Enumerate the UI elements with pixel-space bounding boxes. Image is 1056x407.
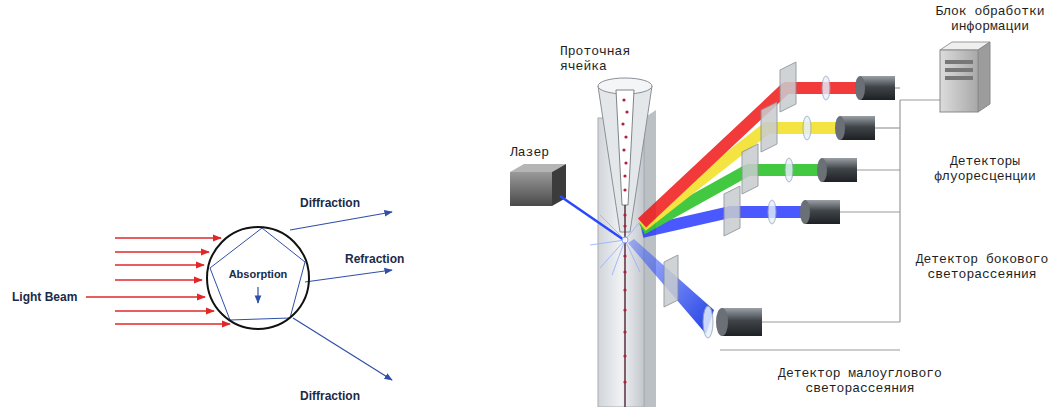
mirrors-part (761, 102, 777, 152)
scatter-flash-part (590, 240, 625, 245)
internal-reflections (210, 228, 305, 320)
node-label: Absorption (229, 268, 288, 280)
forward-scatter-part (716, 308, 728, 336)
mirrors-part (724, 186, 740, 236)
cells-part (623, 213, 626, 216)
cells-part (623, 270, 626, 273)
incident-rays-part (115, 264, 204, 265)
fluorescence-detectors-part (855, 76, 865, 100)
fluorescence-beams (642, 88, 860, 232)
cells (621, 98, 628, 383)
guide-lines-part (875, 127, 900, 128)
computer-part (940, 50, 978, 112)
fluorescence-detectors-part (835, 116, 845, 140)
fluorescence-detectors-part (860, 76, 895, 100)
cells-part (623, 330, 626, 333)
cells-part (622, 148, 625, 151)
cells-part (623, 308, 626, 311)
part-label: Детекторы флуоресценции (918, 154, 1052, 184)
particle-circle: Absorption (206, 226, 310, 330)
guide-lines-part (857, 169, 900, 170)
scatter-flash-part (622, 237, 628, 243)
forward-scatter-part (628, 239, 714, 334)
scatter-flash-part (600, 215, 625, 240)
lenses-part (803, 116, 811, 140)
forward-scatter (628, 239, 762, 338)
fluorescence-beams-part (642, 128, 840, 226)
guide-lines-part (720, 349, 900, 350)
lenses-part (822, 76, 830, 100)
scattered-rays-part (305, 270, 392, 282)
fluorescence-detectors-part (840, 116, 875, 140)
flow-cell-part (624, 205, 626, 407)
computer-part (945, 68, 973, 72)
incident-rays-part (86, 296, 205, 297)
mirrors-part (742, 144, 758, 194)
lenses-part (785, 158, 793, 182)
scattered-rays-part (293, 318, 392, 380)
scattered-rays-part (257, 287, 258, 303)
guide-lines-part (840, 211, 900, 212)
cells-part (623, 174, 626, 177)
computer (940, 42, 990, 112)
fluorescence-detectors-part (817, 158, 827, 182)
mirrors-part (780, 62, 796, 112)
fluorescence-detectors (800, 76, 895, 224)
guide-lines-part (895, 87, 900, 88)
incident-rays-part (115, 251, 209, 252)
cells-part (625, 110, 628, 113)
scatter-flash-part (612, 240, 625, 275)
incident-rays-part (115, 237, 221, 238)
cells-part (623, 288, 626, 291)
cells-part (621, 122, 624, 125)
mirrors (724, 62, 796, 236)
fluorescence-detectors-part (805, 200, 840, 224)
cells-part (623, 188, 626, 191)
cells-part (623, 380, 626, 383)
guide-lines-part (899, 100, 900, 322)
cells-part (624, 161, 627, 164)
ray-label: Refraction (345, 252, 404, 266)
cells-part (623, 254, 626, 257)
incident-rays-part (115, 323, 230, 324)
part-label: Детектор малоуглового светорассеяния (760, 366, 960, 396)
part-label: Лазер (510, 145, 549, 160)
laser-part (560, 196, 624, 240)
part-label: Блок обработки информации (928, 4, 1052, 34)
computer-part (945, 60, 973, 64)
ray-label: Diffraction (300, 389, 360, 403)
incident-rays-part (115, 279, 202, 280)
part-label: Детектор бокового светорассеяния (912, 252, 1052, 282)
computer-part (978, 42, 990, 112)
scattered-rays-part (290, 212, 392, 230)
scattered-rays (258, 212, 392, 380)
cells-part (623, 354, 626, 357)
flow-cell-part (616, 90, 634, 205)
laser-part (510, 172, 552, 206)
internal-reflections-part (210, 228, 305, 320)
lenses-part (768, 200, 776, 224)
fluorescence-detectors-part (822, 158, 857, 182)
ray-label: Diffraction (300, 196, 360, 210)
incident-rays-part (115, 310, 214, 311)
fluorescence-beams-part (642, 88, 860, 223)
fluorescence-detectors-part (800, 200, 810, 224)
cells-part (624, 135, 627, 138)
computer-part (945, 76, 973, 80)
incident-rays (86, 238, 230, 324)
ray-label: Light Beam (12, 290, 77, 304)
cells-part (622, 98, 625, 101)
forward-scatter-part (703, 306, 713, 338)
forward-scatter-part (664, 255, 678, 307)
guide-lines-part (900, 99, 940, 100)
cells-part (623, 224, 626, 227)
laser (510, 164, 624, 240)
guide-lines-part (762, 321, 900, 322)
part-label: Проточная ячейка (560, 44, 650, 74)
scatter-flash-part (600, 240, 625, 268)
